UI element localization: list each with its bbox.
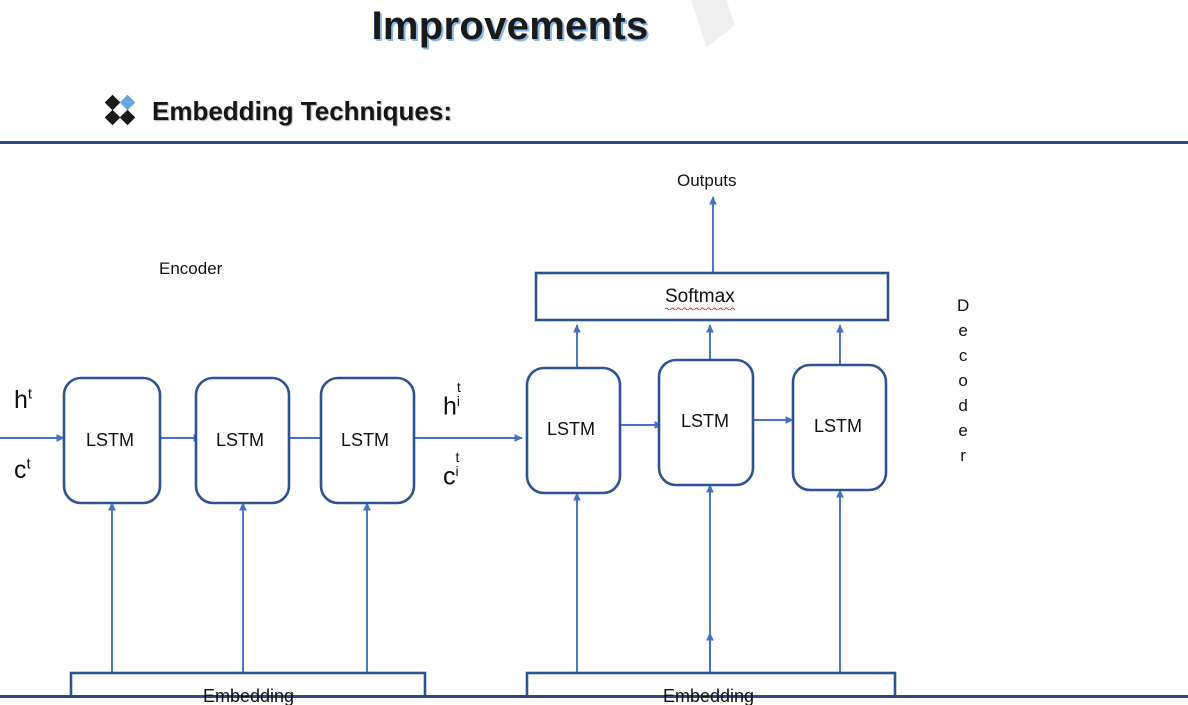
decoder-letter-1: e <box>958 321 968 340</box>
architecture-diagram: Encoder Outputs Softmax LSTM LSTM LSTM L… <box>0 145 1188 705</box>
decoder-embedding-box <box>525 671 897 695</box>
diamond-bullet-icon <box>104 94 138 128</box>
slide-title: Improvements <box>371 4 649 48</box>
bullet-heading-text: Embedding Techniques: <box>152 95 452 126</box>
input-hidden-state-label: ht <box>14 385 33 414</box>
output-cell-subscript: i <box>455 463 459 480</box>
divider-top <box>0 141 1188 144</box>
encoder-embedding-label: Embedding <box>203 686 295 705</box>
input-cell-state-label: ct <box>14 455 31 484</box>
encoder-embedding-box <box>69 671 427 695</box>
input-hidden-base: h <box>14 386 28 414</box>
encoder-lstm-1-label: LSTM <box>86 430 135 450</box>
decoder-vertical-label: D e c o d e r <box>957 293 969 468</box>
decoder-letter-2: c <box>958 346 968 365</box>
outputs-label: Outputs <box>677 171 737 190</box>
decoder-letter-0: D <box>957 296 970 315</box>
encoder-lstm-2-label: LSTM <box>216 430 265 450</box>
output-cell-superscript: t <box>455 449 460 465</box>
output-cell-base: c <box>443 462 456 491</box>
decoder-lstm-1-box <box>525 366 622 495</box>
softmax-label-text: Softmax <box>665 286 735 310</box>
decoder-embedding-label: Embedding <box>663 686 755 705</box>
input-cell-base: c <box>14 456 27 484</box>
input-hidden-superscript: t <box>27 385 33 403</box>
decoder-lstm-3-label: LSTM <box>814 416 863 436</box>
encoder-lstm-3-box <box>319 376 416 505</box>
encoder-lstm-3-label: LSTM <box>341 430 390 450</box>
encoder-lstm-2-box <box>194 376 291 505</box>
encoder-lstm-1-box <box>62 376 162 505</box>
output-hidden-subscript: i <box>456 393 461 410</box>
decoder-letter-6: r <box>960 446 966 465</box>
diagram-boxes <box>62 271 897 695</box>
decoder-letter-4: d <box>958 396 968 415</box>
decoder-lstm-2-label: LSTM <box>681 411 730 431</box>
divider-bottom <box>0 695 1188 698</box>
softmax-label: Softmax <box>665 286 735 310</box>
decoder-lstm-3-box <box>791 363 888 492</box>
input-cell-superscript: t <box>26 455 31 473</box>
encoder-label: Encoder <box>159 259 223 278</box>
output-hidden-superscript: t <box>456 379 461 395</box>
diagram-vector-layer <box>0 196 897 695</box>
output-hidden-base: h <box>443 392 457 421</box>
decoder-letter-3: o <box>958 371 968 390</box>
bullet-heading-row: Embedding Techniques: <box>104 94 452 128</box>
decoder-lstm-1-label: LSTM <box>547 419 596 439</box>
decoder-letter-5: e <box>958 421 968 440</box>
decoder-lstm-2-box <box>657 358 755 487</box>
